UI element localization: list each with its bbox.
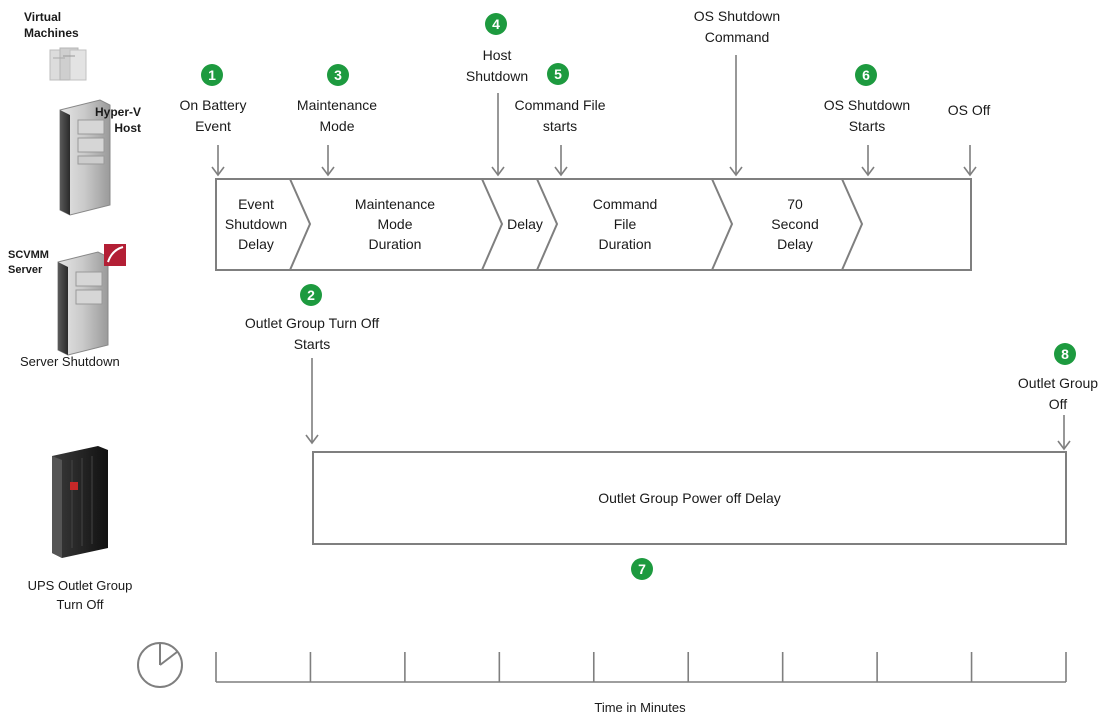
timeline-box — [215, 178, 972, 271]
server-shutdown-label: Server Shutdown — [20, 354, 120, 369]
step-6-badge: 6 — [855, 64, 877, 86]
segment-delay: Delay — [507, 216, 543, 232]
ups-icon — [52, 446, 108, 558]
outlet-power-off-delay-label: Outlet Group Power off Delay — [598, 490, 781, 506]
virtual-machines-icon — [49, 47, 87, 81]
arrow-command-file — [554, 145, 568, 177]
hyperv-host-server-icon — [59, 99, 111, 216]
arrow-outlet-turn-off-starts — [305, 358, 319, 445]
arrow-maintenance — [321, 145, 335, 177]
arrow-os-shutdown-starts — [861, 145, 875, 177]
step-3-badge: 3 — [327, 64, 349, 86]
outlet-power-off-box — [312, 451, 1067, 545]
os-off-label: OS Off — [947, 102, 991, 118]
step-1-badge: 1 — [201, 64, 223, 86]
arrow-host-shutdown — [491, 93, 505, 177]
step-4-badge: 4 — [485, 13, 507, 35]
arrow-os-off — [963, 145, 977, 177]
arrow-outlet-group-off — [1057, 415, 1071, 451]
step-5-badge: 5 — [547, 63, 569, 85]
time-axis-caption: Time in Minutes — [594, 700, 686, 715]
scvmm-server-icon — [57, 244, 126, 356]
clock-icon — [137, 642, 183, 688]
step-2-badge: 2 — [300, 284, 322, 306]
step-7-badge: 7 — [631, 558, 653, 580]
arrow-os-shutdown-command — [729, 55, 743, 177]
step-8-badge: 8 — [1054, 343, 1076, 365]
time-axis — [215, 652, 1067, 683]
arrow-on-battery — [211, 145, 225, 177]
